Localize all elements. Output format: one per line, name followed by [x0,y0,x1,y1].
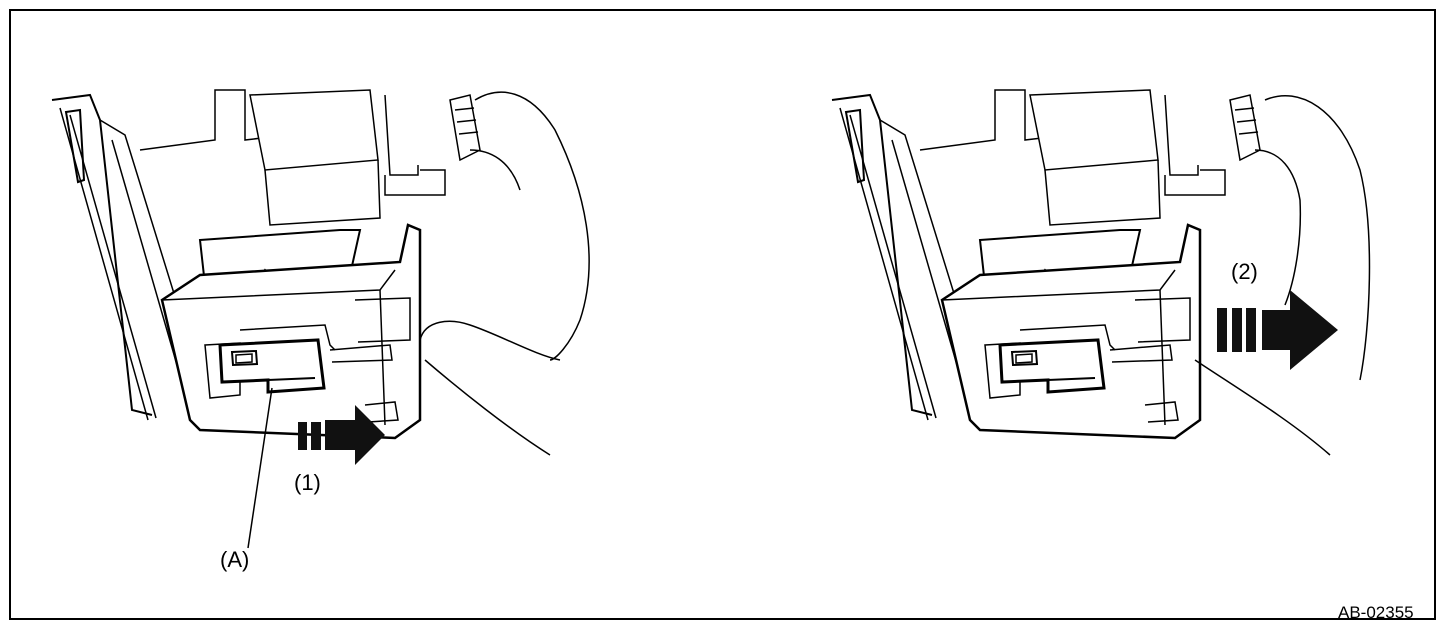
arrow-step-2 [1217,290,1338,370]
step-1-label: (1) [294,470,321,495]
left-connector-illustration [50,88,590,549]
arrow-step-1 [298,405,385,465]
step-2-label: (2) [1231,259,1258,284]
figure-frame [9,9,1436,620]
right-connector-illustration [830,88,1371,456]
figure-code: AB-02355 [1338,603,1414,622]
part-a-label: (A) [220,547,250,572]
